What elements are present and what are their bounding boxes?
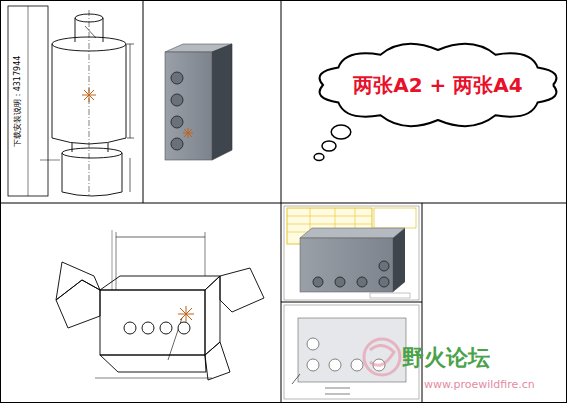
watermark-url: www.proewildfire.cn	[424, 378, 535, 391]
watermark-text: 野火论坛	[402, 343, 490, 373]
cloud-note: 两张A2 + 两张A4	[353, 72, 522, 99]
thought-cloud-box: 两张A2 + 两张A4	[313, 40, 563, 130]
title-block-note: 下载安装说明：4317944	[13, 55, 24, 147]
